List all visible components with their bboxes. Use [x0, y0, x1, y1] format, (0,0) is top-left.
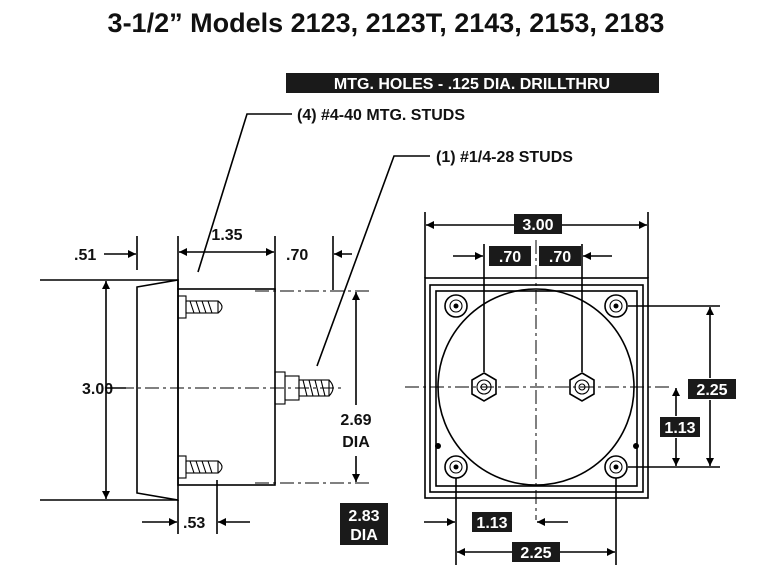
meter-case — [177, 288, 276, 486]
corner-stud-tr — [604, 294, 628, 318]
dim-135: 1.35 — [211, 227, 242, 244]
front-view: 3.00 .70 .70 2.25 1.13 1.13 2.25 — [405, 212, 736, 565]
mtg-hole-left — [435, 443, 441, 449]
terminal-stud — [274, 371, 334, 405]
meter-bezel — [136, 279, 179, 501]
dim-283-box — [340, 503, 388, 545]
mtg-holes-callout: MTG. HOLES - .125 DIA. DRILLTHRU — [286, 73, 659, 93]
dim-269: 2.69 — [340, 412, 371, 429]
dim-283: 2.83 — [348, 508, 379, 525]
terminal-nut-right — [569, 372, 595, 402]
side-view: .51 1.35 .70 3.00 2.69 DIA .53 2.83 DIA — [40, 227, 388, 545]
corner-stud-br — [604, 455, 628, 479]
mtg-studs-callout: (4) #4-40 MTG. STUDS — [197, 107, 465, 273]
studs-callout: (1) #1/4-28 STUDS — [316, 149, 573, 367]
page-title: 3-1/2” Models 2123, 2123T, 2143, 2153, 2… — [107, 8, 665, 38]
mtg-holes-label: MTG. HOLES - .125 DIA. DRILLTHRU — [334, 76, 610, 93]
corner-stud-tl — [444, 294, 468, 318]
dim-225-right: 2.25 — [696, 382, 727, 399]
dim-113-right: 1.13 — [664, 420, 695, 437]
dim-113-bottom: 1.13 — [476, 515, 507, 532]
corner-stud-bl — [444, 455, 468, 479]
dim-300-side: 3.00 — [82, 381, 113, 398]
dim-225-bottom: 2.25 — [520, 545, 551, 562]
mtg-hole-right — [633, 443, 639, 449]
dim-300-front: 3.00 — [522, 217, 553, 234]
dim-283-dia: DIA — [350, 527, 378, 544]
mounting-stud-bottom — [177, 455, 223, 479]
terminal-nut-left — [471, 372, 497, 402]
mtg-studs-label: (4) #4-40 MTG. STUDS — [297, 107, 465, 124]
studs-label: (1) #1/4-28 STUDS — [436, 149, 573, 166]
dim-053: .53 — [183, 515, 205, 532]
dim-070-side: .70 — [286, 247, 308, 264]
mounting-stud-top — [177, 295, 223, 319]
dim-269-dia: DIA — [342, 434, 370, 451]
dim-070-front-left: .70 — [499, 249, 521, 266]
dim-051: .51 — [74, 247, 96, 264]
dim-070-front-right: .70 — [549, 249, 571, 266]
